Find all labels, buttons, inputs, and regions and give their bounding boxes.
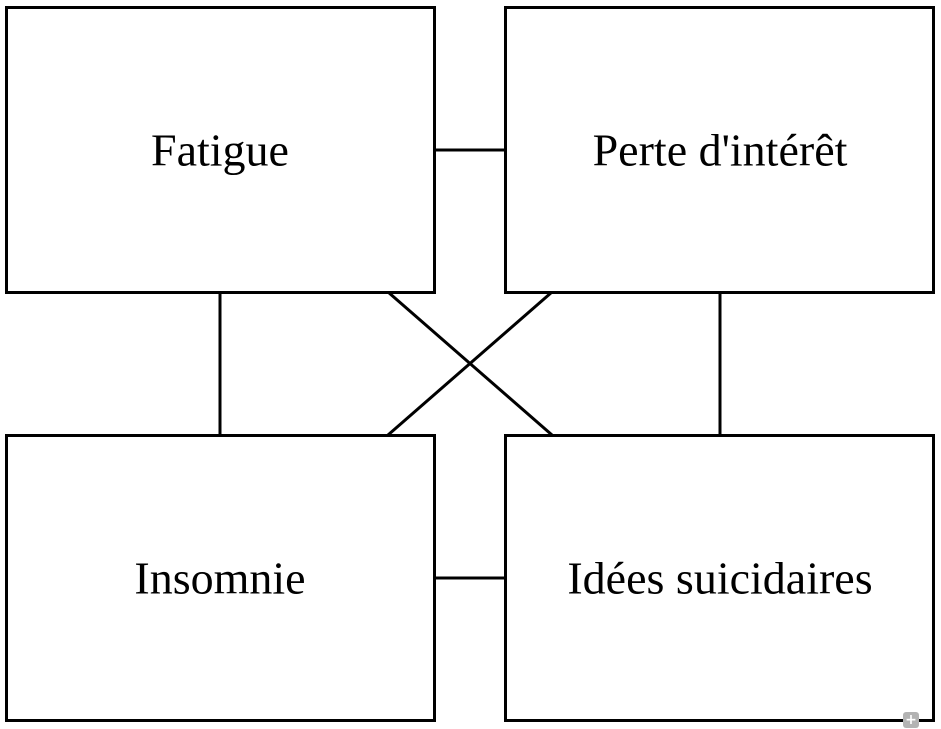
edge-perte-interet-insomnie [387, 290, 553, 437]
nodes-layer: Fatigue Perte d'intérêt Insomnie Idées s… [5, 6, 935, 722]
node-insomnie[interactable]: Insomnie [5, 434, 436, 722]
edges-layer [218, 148, 722, 580]
node-label-idees-suicidaires: Idées suicidaires [567, 553, 872, 604]
node-box [504, 6, 935, 294]
plus-icon[interactable]: + [903, 712, 919, 728]
node-box [504, 434, 935, 722]
node-label-fatigue: Fatigue [151, 125, 289, 176]
node-idees-suicidaires[interactable]: Idées suicidaires [504, 434, 935, 722]
node-label-perte-interet: Perte d'intérêt [593, 125, 848, 176]
node-box [5, 6, 436, 294]
node-fatigue[interactable]: Fatigue [5, 6, 436, 294]
node-box [5, 434, 436, 722]
node-label-insomnie: Insomnie [134, 553, 305, 604]
node-perte-interet[interactable]: Perte d'intérêt [504, 6, 935, 294]
